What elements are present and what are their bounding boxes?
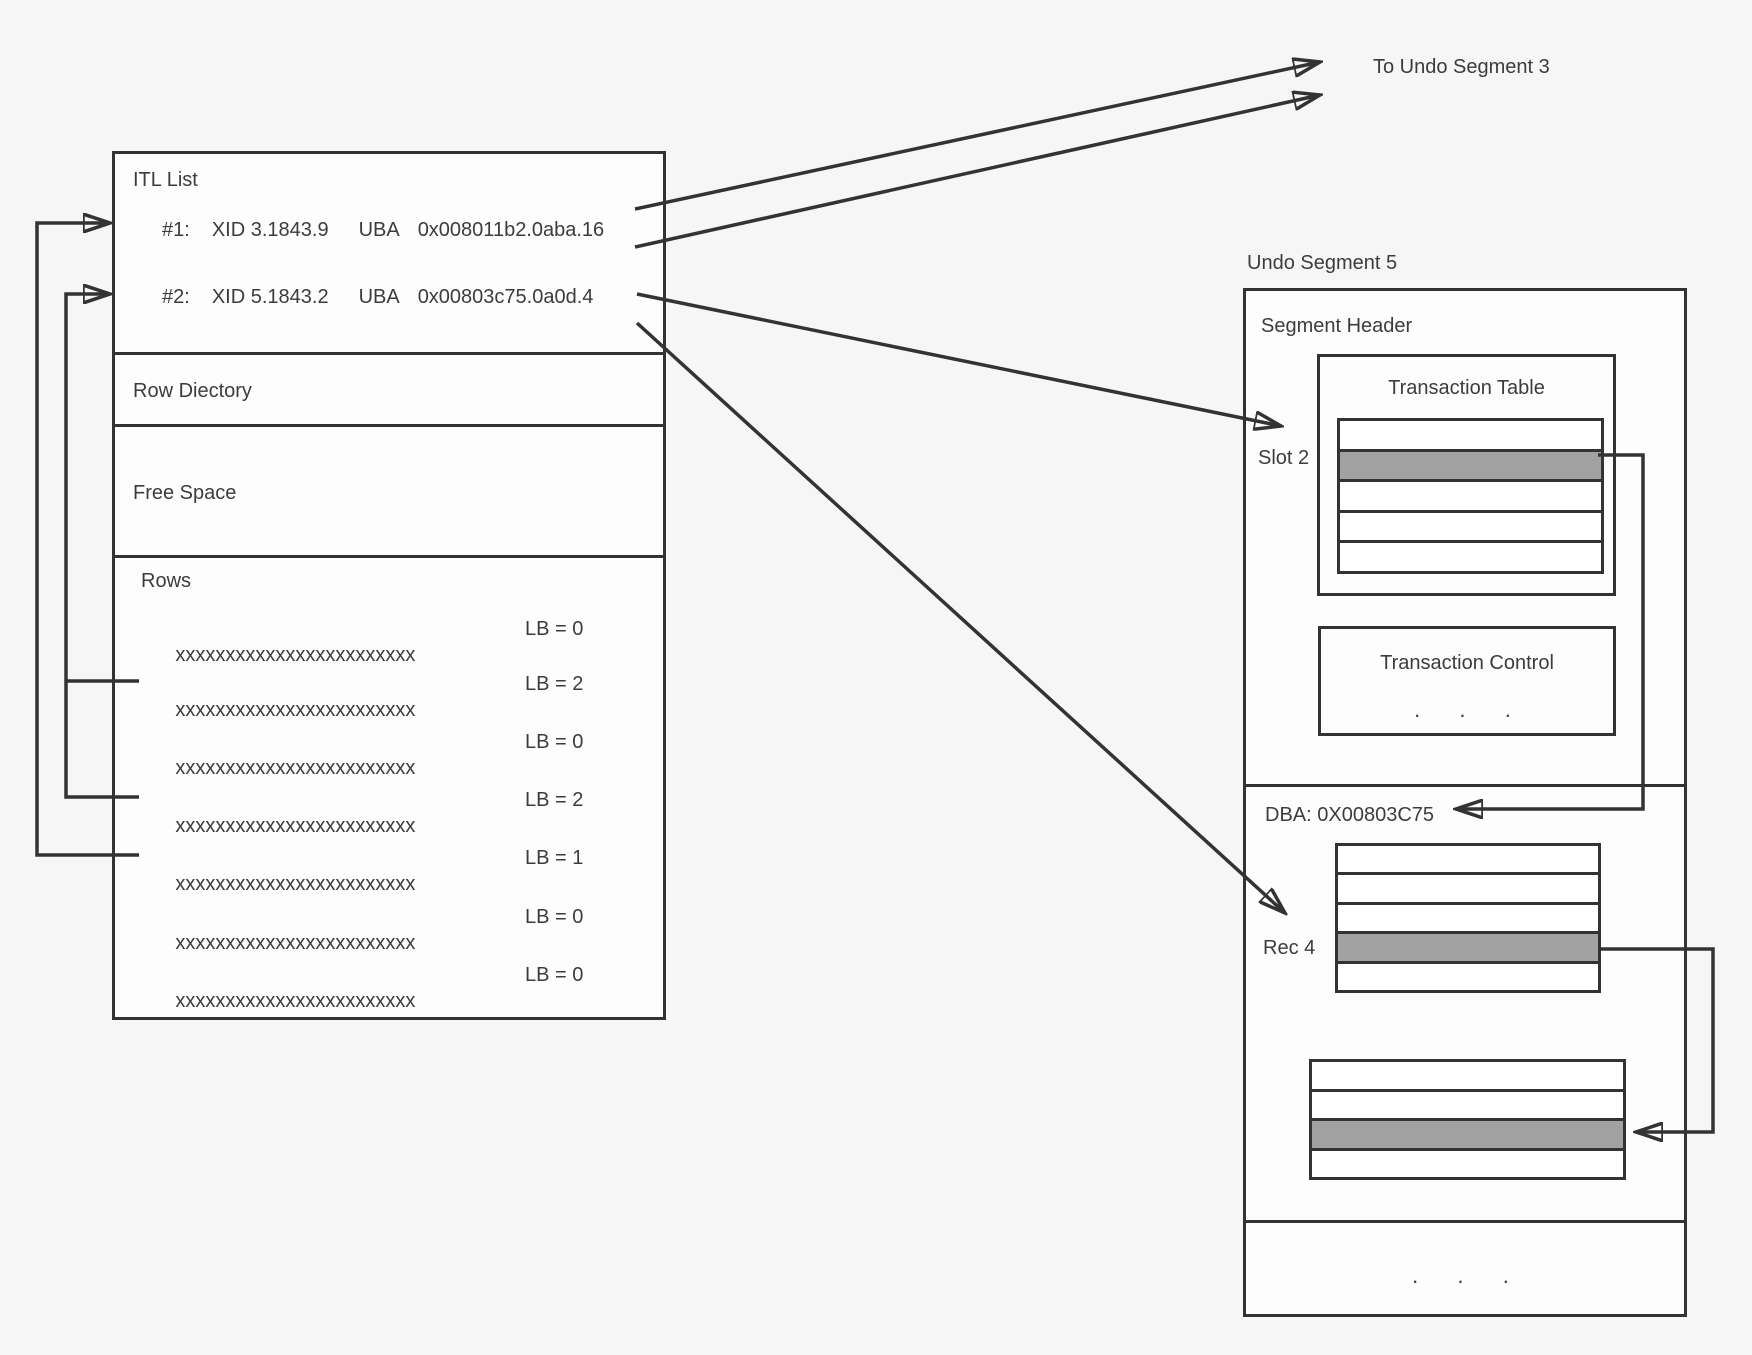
row-data: xxxxxxxxxxxxxxxxxxxxxxxx xyxy=(175,873,416,895)
undo-record-row xyxy=(1338,960,1598,991)
table-row: xxxxxxxxxxxxxxxxxxxxxxxx LB = 2 xyxy=(142,671,654,721)
transaction-table-title: Transaction Table xyxy=(1388,377,1545,399)
arrow-itl1-to-undo-segment3-a xyxy=(634,62,1320,211)
undo-record-continuation-stack xyxy=(1309,1059,1626,1180)
table-row: xxxxxxxxxxxxxxxxxxxxxxxx LB = 0 xyxy=(142,616,654,666)
itl-entry-uba-value: 0x008011b2.0aba.16 xyxy=(417,218,605,241)
row-data: xxxxxxxxxxxxxxxxxxxxxxxx xyxy=(175,932,416,954)
undo-record-row xyxy=(1338,901,1598,932)
undo-record-stack xyxy=(1335,843,1601,993)
row-lock-byte: LB = 0 xyxy=(525,964,584,986)
arrow-itl1-to-undo-segment3-b xyxy=(634,95,1320,249)
itl-entry-2: #2: XID 5.1843.2 UBA 0x00803c75.0a0d.4 xyxy=(162,284,593,310)
row-data: xxxxxxxxxxxxxxxxxxxxxxxx xyxy=(175,699,416,721)
arrow-itl2-to-slot2 xyxy=(636,292,1281,426)
arrow-itl2-to-rec4 xyxy=(635,321,1285,913)
dba-label: DBA: 0X00803C75 xyxy=(1265,804,1435,826)
rec-4-label: Rec 4 xyxy=(1263,937,1316,959)
table-row: xxxxxxxxxxxxxxxxxxxxxxxx LB = 0 xyxy=(142,729,654,779)
row-lock-byte: LB = 0 xyxy=(525,906,584,928)
section-divider xyxy=(1246,784,1684,787)
table-slot-row xyxy=(1340,540,1601,571)
itl-entry-1: #1: XID 3.1843.9 UBA 0x008011b2.0aba.16 xyxy=(162,217,604,243)
section-divider xyxy=(1246,1220,1684,1223)
footer-ellipsis: . . . xyxy=(1412,1263,1518,1288)
undo-record-row xyxy=(1312,1062,1623,1089)
row-lock-byte: LB = 2 xyxy=(525,673,584,695)
row-lock-byte: LB = 1 xyxy=(525,847,584,869)
row-data: xxxxxxxxxxxxxxxxxxxxxxxx xyxy=(175,990,416,1012)
row-lock-byte: LB = 0 xyxy=(525,731,584,753)
free-space-label: Free Space xyxy=(133,482,237,504)
table-slot-row-highlighted xyxy=(1340,448,1601,480)
table-slot-row xyxy=(1340,479,1601,510)
itl-entry-uba-value: 0x00803c75.0a0d.4 xyxy=(417,285,594,308)
undo-record-row xyxy=(1338,872,1598,902)
table-row: xxxxxxxxxxxxxxxxxxxxxxxx LB = 2 xyxy=(142,787,654,837)
itl-entry-xid: XID 5.1843.2 xyxy=(211,285,329,308)
section-divider xyxy=(115,424,663,427)
transaction-table-stack xyxy=(1337,418,1604,574)
table-row: xxxxxxxxxxxxxxxxxxxxxxxx LB = 1 xyxy=(142,845,654,895)
itl-entry-uba-label: UBA xyxy=(358,218,400,241)
data-block-box: ITL List #1: XID 3.1843.9 UBA 0x008011b2… xyxy=(112,151,666,1020)
itl-entry-xid: XID 3.1843.9 xyxy=(211,218,329,241)
table-row: xxxxxxxxxxxxxxxxxxxxxxxx LB = 0 xyxy=(142,962,654,1012)
segment-header-label: Segment Header xyxy=(1261,315,1413,337)
row-lock-byte: LB = 2 xyxy=(525,789,584,811)
undo-record-row xyxy=(1312,1088,1623,1118)
transaction-table-box: Transaction Table xyxy=(1317,354,1616,596)
undo-segment-box: Segment Header Transaction Table Slot 2 … xyxy=(1243,288,1687,1317)
table-row: xxxxxxxxxxxxxxxxxxxxxxxx LB = 0 xyxy=(142,904,654,954)
row-lock-byte: LB = 0 xyxy=(525,618,584,640)
undo-record-row xyxy=(1312,1147,1623,1177)
itl-entry-uba-label: UBA xyxy=(358,285,400,308)
rows-section-title: Rows xyxy=(141,570,192,592)
row-data: xxxxxxxxxxxxxxxxxxxxxxxx xyxy=(175,815,416,837)
itl-list-title: ITL List xyxy=(133,169,198,191)
section-divider xyxy=(115,555,663,558)
undo-record-row-highlighted xyxy=(1312,1118,1623,1148)
itl-entry-ref: #1: xyxy=(162,218,190,241)
row-data: xxxxxxxxxxxxxxxxxxxxxxxx xyxy=(175,757,416,779)
table-slot-row xyxy=(1340,421,1601,449)
transaction-control-title: Transaction Control xyxy=(1380,652,1554,674)
section-divider xyxy=(115,352,663,355)
row-data: xxxxxxxxxxxxxxxxxxxxxxxx xyxy=(175,644,416,666)
transaction-control-box: Transaction Control . . . xyxy=(1318,626,1616,736)
undo-record-row-highlighted xyxy=(1338,931,1598,961)
undo-segment-title: Undo Segment 5 xyxy=(1247,252,1398,274)
transaction-control-ellipsis: . . . xyxy=(1414,697,1520,722)
table-slot-row xyxy=(1340,509,1601,541)
to-undo-segment-3-label: To Undo Segment 3 xyxy=(1373,56,1550,78)
slot-2-label: Slot 2 xyxy=(1258,447,1310,469)
undo-record-row xyxy=(1338,846,1598,873)
itl-entry-ref: #2: xyxy=(162,285,190,308)
row-directory-label: Row Diectory xyxy=(133,380,252,402)
